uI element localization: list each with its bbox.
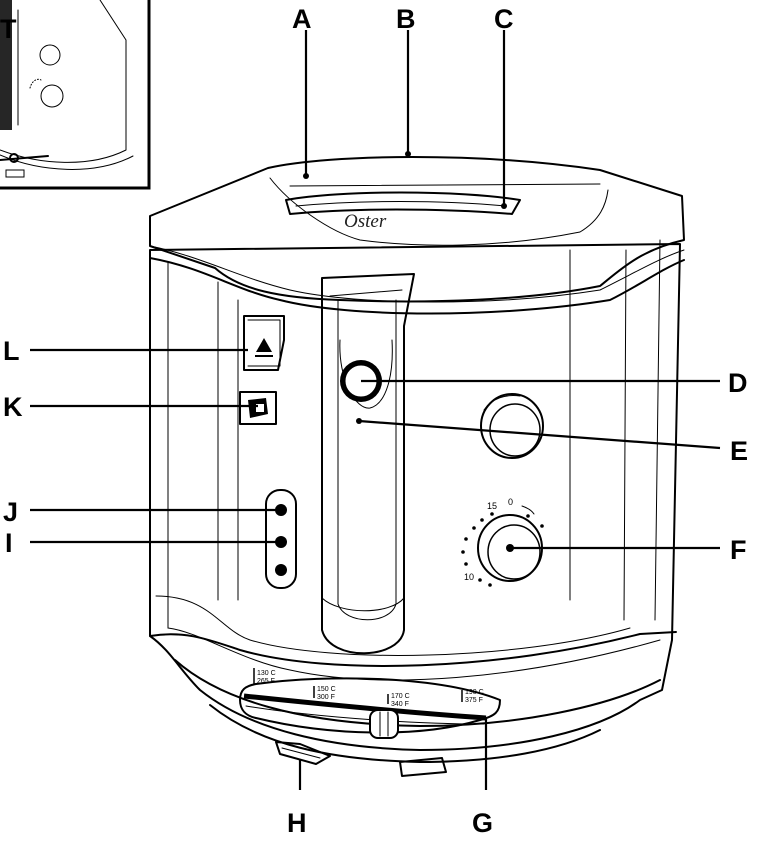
label-E: E	[730, 436, 748, 466]
temperature-knob	[480, 393, 544, 459]
label-D: D	[728, 368, 748, 398]
temp-mark-3-c: 170 C	[391, 693, 410, 700]
temp-mark-4-c: 190 C	[465, 689, 484, 696]
lid: Oster	[149, 156, 685, 315]
timer-knob: 15 0 10	[461, 497, 544, 587]
leader-lines	[30, 30, 721, 790]
timer-dial-marks	[461, 512, 544, 587]
temp-mark-2-c: 150 C	[317, 686, 336, 693]
label-G: G	[472, 808, 493, 838]
brand-logo: Oster	[344, 211, 387, 232]
temp-mark-3-f: 340 F	[391, 701, 409, 708]
temp-mark-1-c: 130 C	[257, 670, 276, 677]
temp-mark-2-f: 300 F	[317, 694, 335, 701]
temperature-slider: 130 C 265 F 150 C 300 F 170 C 340 F 190 …	[239, 668, 501, 739]
label-K: K	[3, 392, 23, 422]
base-feet	[275, 741, 447, 777]
label-H: H	[287, 808, 307, 838]
timer-mark-0: 0	[508, 497, 513, 507]
label-L: L	[3, 336, 20, 366]
label-T: T	[0, 14, 17, 44]
label-A: A	[292, 4, 312, 34]
label-J: J	[3, 497, 18, 527]
temp-mark-1-f: 265 F	[257, 678, 275, 685]
callout-labels: A B C L K J I D E F G H	[3, 4, 748, 838]
label-C: C	[494, 4, 514, 34]
timer-mark-15: 15	[487, 501, 497, 511]
label-B: B	[396, 4, 416, 34]
label-I: I	[5, 528, 13, 558]
indicator-lights	[265, 489, 297, 589]
timer-mark-10: 10	[464, 572, 474, 582]
power-switch	[239, 391, 277, 425]
temp-mark-4-f: 375 F	[465, 697, 483, 704]
fryer-body	[149, 239, 681, 763]
handle	[321, 273, 415, 655]
filter-indicator	[243, 315, 285, 371]
inset-detail: T	[0, 0, 151, 190]
label-F: F	[730, 535, 747, 565]
